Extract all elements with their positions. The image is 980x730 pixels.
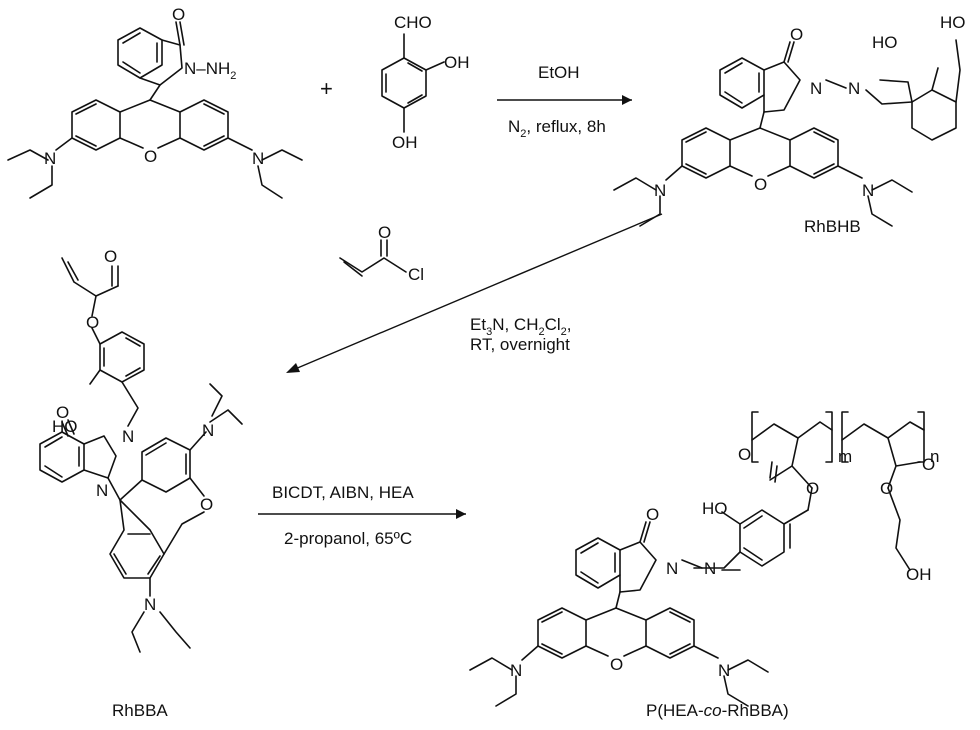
rhbhb-label: RhBHB [804, 217, 861, 236]
plus-sign: + [320, 76, 333, 101]
aldehyde-oh-bottom: OH [392, 133, 418, 152]
rhbhb-oh-right: HO [940, 13, 966, 32]
rhbhb-amine-n-right: N [862, 181, 874, 200]
rhbba-label: RhBBA [112, 701, 168, 720]
reaction-arrow-1 [497, 95, 632, 105]
rhbhb-oh-left: HO [872, 33, 898, 52]
rhbba-structure [39, 257, 243, 653]
acryloyl-chloride [339, 239, 407, 277]
rhbhb-n2: N [848, 79, 860, 98]
rhbba-phenol-ho: HO [52, 417, 78, 436]
reaction-3-conditions: 2-propanol, 65ºC [284, 529, 412, 548]
polymer-co-o-left: O [738, 445, 751, 464]
rhb-amine-n-right: N [252, 149, 264, 168]
rhb-bridge-o: O [144, 147, 157, 166]
polymer-n1: N [666, 559, 678, 578]
reaction-arrow-3 [258, 509, 466, 519]
polymer-ester-o-right: O [880, 479, 893, 498]
acryloyl-o: O [378, 223, 391, 242]
rhbba-amine-n-bottom: N [144, 595, 156, 614]
rhbba-n1: N [122, 427, 134, 446]
rhbhb-amine-n-left: N [654, 181, 666, 200]
rhb-hydrazide-n: N–NH2 [184, 59, 236, 82]
reaction-3-reagents: BICDT, AIBN, HEA [272, 483, 414, 502]
reaction-2-reagents: Et3N, CH2Cl2, [470, 315, 572, 338]
dihydroxybenzaldehyde [381, 33, 445, 133]
rhbhb-bridge-o: O [754, 175, 767, 194]
polymer-amine-n-left: N [510, 661, 522, 680]
rhodamine-b-hydrazide [7, 21, 303, 199]
reaction-1-conditions: N2, reflux, 8h [508, 117, 606, 140]
polymer-terminal-oh: OH [906, 565, 932, 584]
aldehyde-oh-top: OH [444, 53, 470, 72]
rhbba-ester-o: O [86, 313, 99, 332]
rhbhb-structure [613, 39, 961, 227]
polymer-ester-o-left: O [806, 479, 819, 498]
rhbba-ester-carbonyl-o: O [104, 247, 117, 266]
polymer-carbonyl-o: O [646, 505, 659, 524]
polymer-bridge-o: O [610, 655, 623, 674]
rhbba-n2: N [96, 481, 108, 500]
rhb-amine-n-left: N [44, 149, 56, 168]
polymer-phenol-ho: HO [702, 499, 728, 518]
rhbba-carbonyl-o: O [56, 403, 69, 422]
rhbba-bridge-o: O [200, 495, 213, 514]
rhbhb-n1: N [810, 79, 822, 98]
polymer-subscript-m: m [838, 447, 852, 466]
polymer-label: P(HEA-co-RhBBA) [646, 701, 789, 720]
rhbba-amine-n-top: N [202, 421, 214, 440]
acryloyl-cl: Cl [408, 265, 424, 284]
reaction-2-conditions: RT, overnight [470, 335, 570, 354]
polymer-amine-n-right: N [718, 661, 730, 680]
reaction-1-solvent: EtOH [538, 63, 580, 82]
polymer-n2: N [704, 559, 716, 578]
aldehyde-cho: CHO [394, 13, 432, 32]
rhb-carbonyl-o: O [172, 5, 185, 24]
polymer-structure [469, 411, 925, 707]
rhbhb-carbonyl-o: O [790, 25, 803, 44]
reaction-arrow-2 [286, 213, 663, 373]
polymer-subscript-n: n [930, 447, 939, 466]
polymer-co-o-right: O [922, 455, 935, 474]
